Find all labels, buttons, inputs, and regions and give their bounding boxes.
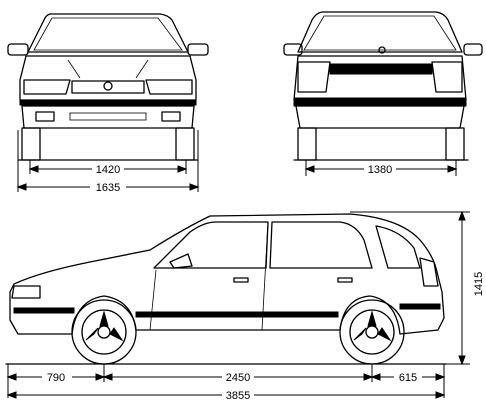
wheelbase-label: 2450 xyxy=(226,372,250,384)
height-bg xyxy=(472,268,485,300)
rear-track-bg xyxy=(364,162,396,175)
front-overhang-label: 790 xyxy=(47,372,65,384)
front-width-bg xyxy=(90,180,126,193)
height-label: 1415 xyxy=(473,272,485,296)
overall-length-bg xyxy=(222,388,254,401)
front-width-label: 1635 xyxy=(96,182,120,194)
rear-overhang-bg xyxy=(394,370,422,383)
wheelbase-bg xyxy=(222,370,254,383)
front-view xyxy=(7,13,209,192)
front-track-label: 1420 xyxy=(96,164,120,176)
side-view xyxy=(5,210,470,399)
front-overhang-bg xyxy=(42,370,72,383)
front-track-bg xyxy=(92,162,124,175)
overall-length-label: 3855 xyxy=(226,390,250,402)
rear-overhang-label: 615 xyxy=(399,372,417,384)
rear-view xyxy=(283,11,483,176)
rear-track-label: 1380 xyxy=(368,164,392,176)
